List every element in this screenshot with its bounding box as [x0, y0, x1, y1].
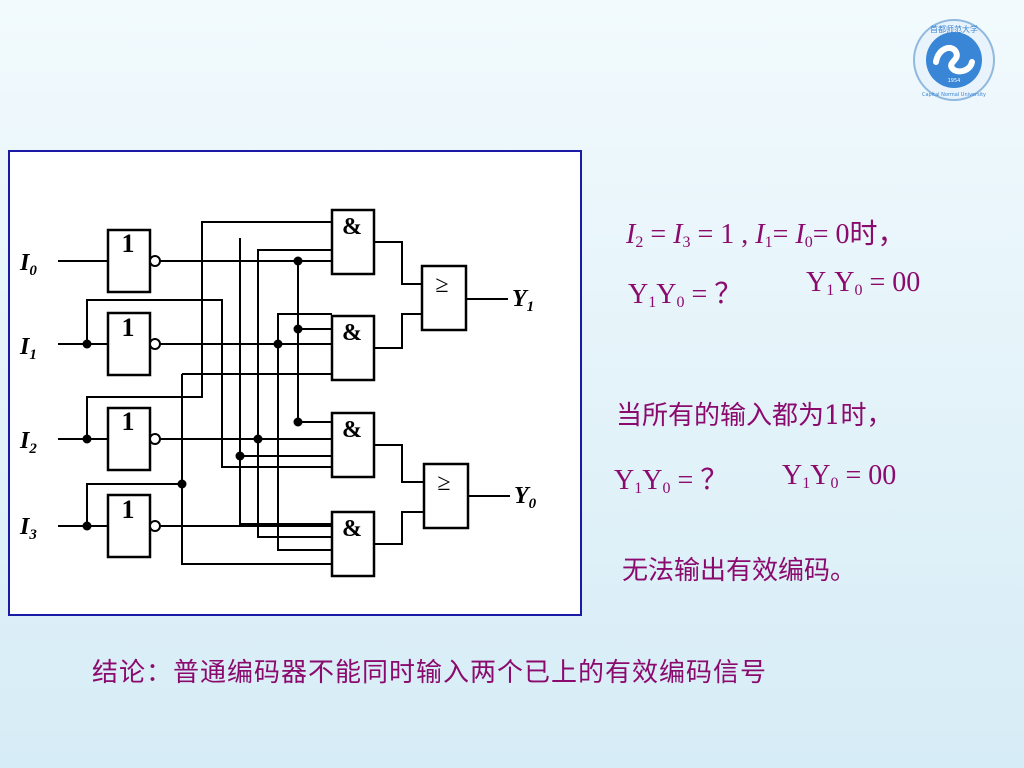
or-label: ≥ [435, 272, 448, 298]
input-label-i3: I3 [19, 514, 37, 543]
q1-answer-text: = 00 [869, 267, 921, 298]
input-label-i2: I2 [19, 428, 37, 457]
question-1-ask: Y1Y0 = ？ [628, 279, 743, 311]
or-label: ≥ [437, 470, 450, 496]
q1-eq-text: = 1 , [697, 219, 749, 250]
conclusion-text: 结论：普通编码器不能同时输入两个已上的有效编码信号 [92, 658, 768, 688]
question-2-answer: Y1Y0 = 00 [782, 460, 897, 492]
q2-answer-text: = 00 [845, 460, 897, 491]
question-2-ask: Y1Y0 = ？ [614, 465, 729, 497]
input-label-i0: I0 [19, 250, 37, 279]
q1-eq3-text: = 0时， [812, 219, 906, 250]
and-label: & [342, 516, 362, 542]
or-gate-y0: ≥ [422, 462, 470, 530]
encoder-circuit-diagram: 1 1 1 1 & & & [8, 150, 582, 616]
and-gate-4: & [330, 510, 376, 578]
or-gate-y1: ≥ [420, 264, 468, 332]
inverter-label: 1 [122, 229, 135, 258]
output-label-y0: Y0 [514, 483, 537, 512]
question-1-condition: I2 = I3 = 1 , I1= I0= 0时， [626, 219, 906, 251]
inverter-gate-3: 1 [106, 493, 161, 559]
q2-ask-text: = ？ [677, 465, 729, 496]
statement-text: 无法输出有效编码。 [622, 556, 857, 586]
and-gate-2: & [330, 314, 376, 382]
inverter-gate-2: 1 [106, 406, 161, 472]
inverter-gate-1: 1 [106, 311, 161, 377]
output-label-y1: Y1 [512, 286, 534, 315]
logo-year: 1954 [948, 78, 961, 84]
and-label: & [342, 320, 362, 346]
and-label: & [342, 214, 362, 240]
inverter-label: 1 [122, 407, 135, 436]
question-1-answer: Y1Y0 = 00 [806, 267, 921, 299]
and-label: & [342, 417, 362, 443]
and-gate-3: & [330, 411, 376, 479]
logo-text-top: 首都师范大学 [930, 24, 978, 34]
inverter-label: 1 [122, 495, 135, 524]
junction-dots [82, 256, 303, 531]
and-gate-1: & [330, 208, 376, 276]
q1-ask-text: = ？ [691, 279, 743, 310]
inverter-gate-0: 1 [106, 228, 161, 294]
q1-eq2-text: = [772, 219, 796, 250]
inverter-label: 1 [122, 313, 135, 342]
university-logo: 首都师范大学 Capital Normal University 1954 [912, 18, 996, 102]
input-label-i1: I1 [19, 334, 37, 363]
question-2-condition: 当所有的输入都为1时， [616, 401, 893, 431]
logo-text-bottom: Capital Normal University [922, 92, 986, 98]
